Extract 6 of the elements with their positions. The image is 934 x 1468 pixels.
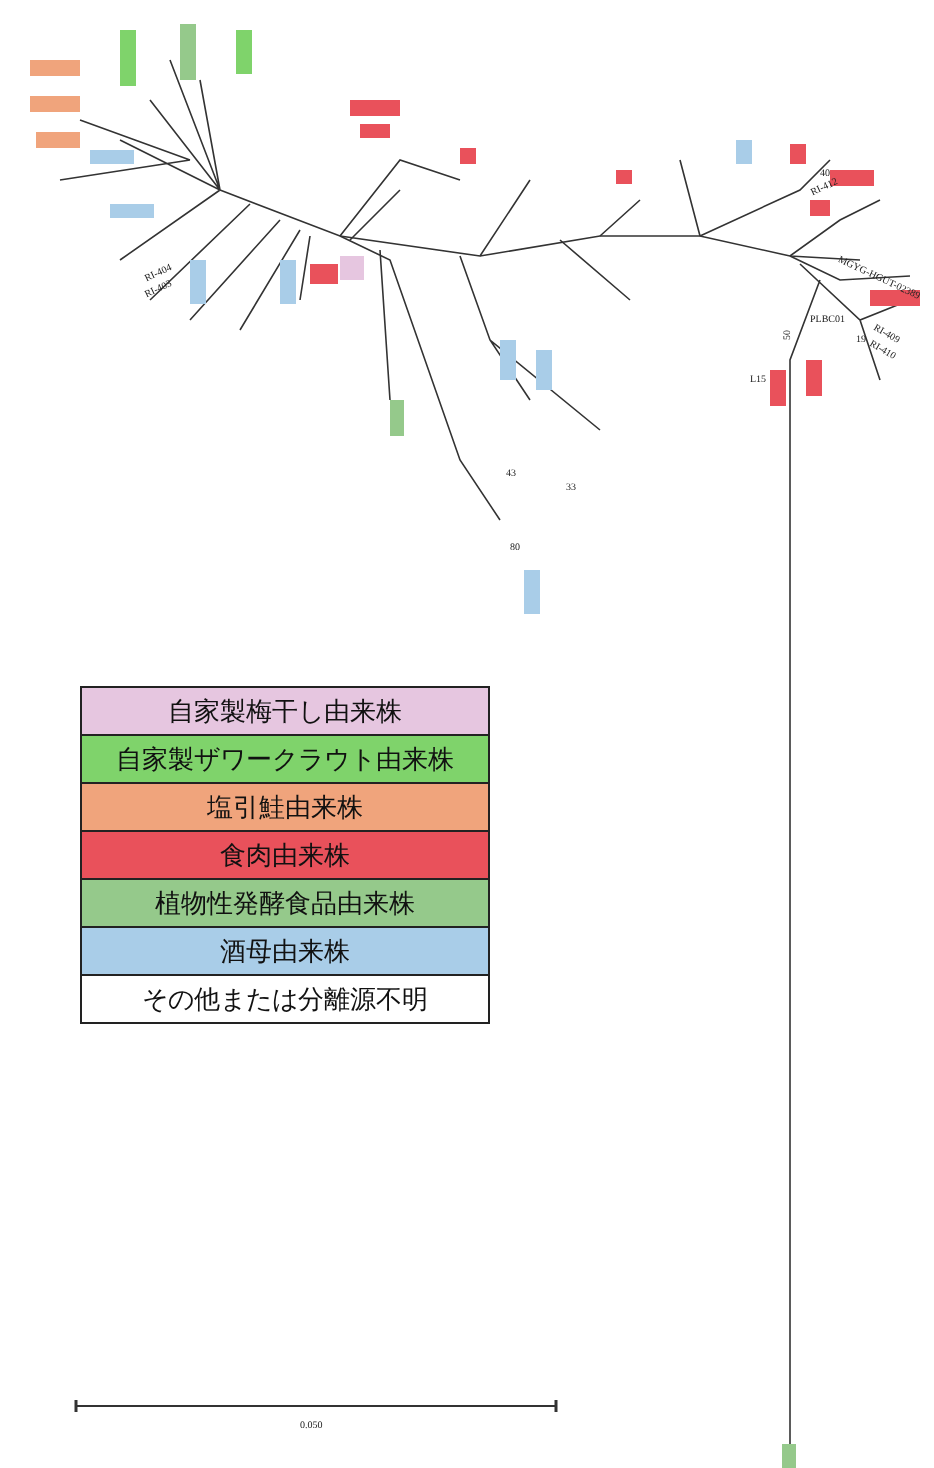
legend-entry: 自家製ザワークラウト由来株	[82, 736, 488, 784]
legend-entry: 植物性発酵食品由来株	[82, 880, 488, 928]
legend-entry: 食肉由来株	[82, 832, 488, 880]
legend-entry: 塩引鮭由来株	[82, 784, 488, 832]
legend-entry: 自家製梅干し由来株	[82, 688, 488, 736]
legend-entry: 酒母由来株	[82, 928, 488, 976]
